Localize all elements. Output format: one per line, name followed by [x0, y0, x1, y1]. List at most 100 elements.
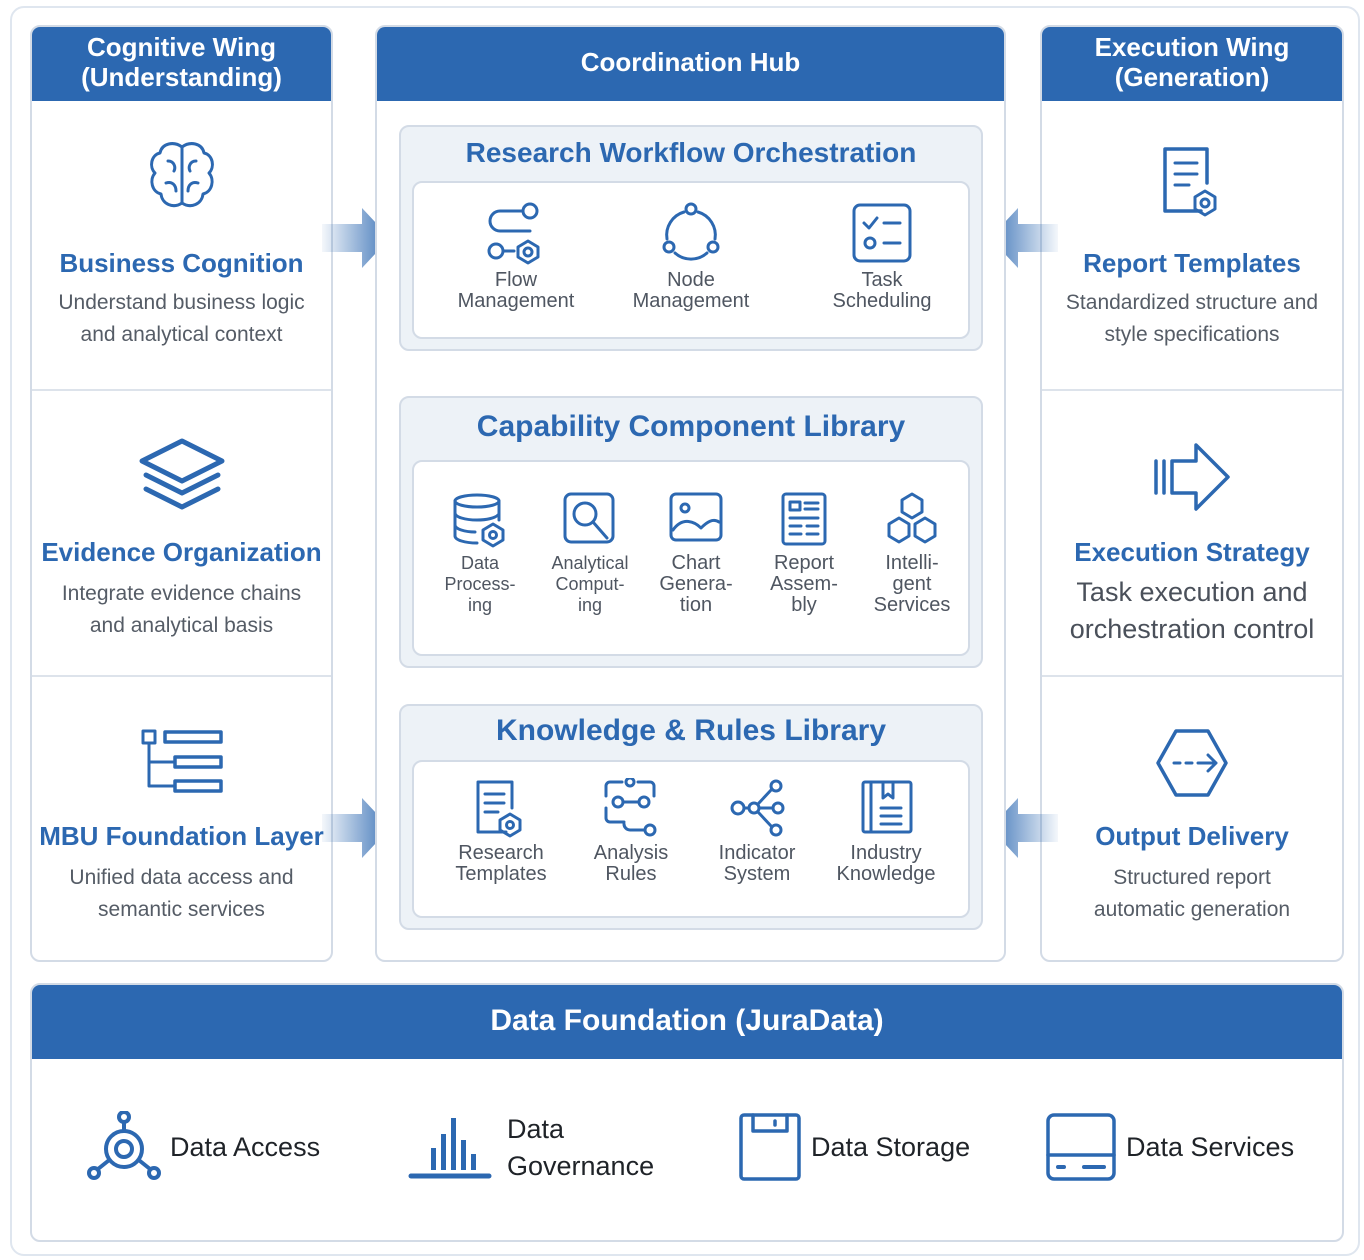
knowledge-items: Research Templates Analysis Rules — [412, 760, 970, 918]
data-foundation-header: Data Foundation (JuraData) — [32, 985, 1342, 1059]
indicator-system-label-line1: Indicator — [718, 842, 796, 864]
execution-wing-title-line1: Execution Wing — [1094, 32, 1290, 63]
execution-wing-panel: Execution Wing (Generation) Report Templ… — [1040, 25, 1344, 962]
industry-knowledge-label-line1: Industry — [850, 842, 922, 864]
report-templates-desc-line1: Standardized structure and — [1065, 291, 1319, 314]
arrow-right-icon — [322, 208, 390, 268]
hexagons-icon — [887, 492, 937, 544]
task-scheduling-item: Task Scheduling — [802, 201, 962, 312]
workflow-items: Flow Management Node Management — [412, 181, 970, 339]
industry-knowledge-label-line2: Knowledge — [836, 863, 936, 885]
output-delivery-section: Output Delivery Structured report automa… — [1042, 675, 1342, 960]
data-access-item: Data Access — [84, 1111, 320, 1183]
output-delivery-title: Output Delivery — [1095, 821, 1289, 851]
data-governance-item: Data Governance — [407, 1111, 654, 1185]
data-storage-item: Data Storage — [737, 1111, 970, 1183]
business-cognition-desc-line1: Understand business logic — [58, 291, 305, 314]
server-icon — [1046, 1113, 1116, 1181]
diagram-frame — [10, 6, 1360, 1256]
report-assembly-item: Report Assem- bly — [752, 492, 856, 616]
capability-title: Capability Component Library — [476, 410, 906, 443]
report-assembly-label-line3: bly — [791, 594, 817, 616]
analytical-computing-label-line1: Analytical — [551, 553, 629, 573]
flow-management-item: Flow Management — [436, 201, 596, 312]
mbu-foundation-desc-line2: semantic services — [98, 898, 265, 921]
research-templates-label-line2: Templates — [455, 863, 547, 885]
coordination-hub-header: Coordination Hub — [377, 27, 1004, 101]
execution-strategy-title: Execution Strategy — [1074, 537, 1310, 567]
chart-generation-label-line2: Genera- — [659, 573, 733, 595]
chart-generation-label-line3: tion — [679, 594, 713, 616]
report-templates-title: Report Templates — [1083, 248, 1301, 278]
node-management-item: Node Management — [611, 201, 771, 312]
intelligent-services-item: Intelli- gent Services — [860, 492, 964, 616]
mbu-foundation-title: MBU Foundation Layer — [39, 821, 324, 851]
capability-group: Capability Component Library Data Proces… — [399, 396, 983, 668]
hierarchy-tree-icon — [139, 725, 225, 802]
report-layout-icon — [781, 492, 827, 546]
data-processing-label-line1: Data — [460, 553, 500, 573]
data-services-label: Data Services — [1126, 1131, 1295, 1162]
analysis-rules-item: Analysis Rules — [566, 776, 696, 885]
report-templates-section: Report Templates Standardized structure … — [1042, 103, 1342, 389]
evidence-organization-section: Evidence Organization Integrate evidence… — [32, 389, 331, 677]
workflow-title: Research Workflow Orchestration — [465, 137, 917, 168]
evidence-organization-desc-line1: Integrate evidence chains — [61, 582, 302, 605]
document-gear-icon — [476, 780, 522, 838]
flow-gear-icon — [487, 202, 540, 265]
task-scheduling-label-line1: Task — [861, 269, 903, 291]
evidence-organization-title: Evidence Organization — [41, 537, 322, 567]
data-access-label: Data Access — [170, 1131, 321, 1162]
indicator-system-label-line2: System — [723, 863, 791, 885]
data-storage-label: Data Storage — [811, 1131, 971, 1162]
analytical-computing-item: Analytical Comput- ing — [534, 492, 646, 616]
coordination-hub-title: Coordination Hub — [580, 47, 801, 78]
output-delivery-desc-line1: Structured report — [1113, 866, 1271, 889]
flow-management-label-line1: Flow — [494, 269, 538, 291]
business-cognition-desc-line2: and analytical context — [80, 323, 283, 346]
cognitive-wing-title-line1: Cognitive Wing — [87, 32, 276, 63]
layers-icon — [136, 435, 228, 524]
business-cognition-section: Business Cognition Understand business l… — [32, 103, 331, 389]
data-processing-label-line3: ing — [467, 595, 493, 615]
chart-generation-label-line1: Chart — [671, 552, 721, 574]
intelligent-services-label-line2: gent — [892, 573, 932, 595]
chart-generation-item: Chart Genera- tion — [644, 492, 748, 616]
report-template-icon — [1157, 143, 1227, 224]
knowledge-group: Knowledge & Rules Library Research Templ… — [399, 704, 983, 930]
network-nodes-icon — [730, 779, 785, 837]
coordination-hub-panel: Coordination Hub Research Workflow Orche… — [375, 25, 1006, 962]
magnifier-icon — [563, 492, 615, 544]
analysis-rules-label-line1: Analysis — [593, 842, 669, 864]
report-templates-desc-line2: style specifications — [1104, 323, 1280, 346]
cognitive-wing-panel: Cognitive Wing (Understanding) Business … — [30, 25, 333, 962]
brain-icon — [146, 139, 218, 220]
intelligent-services-label-line3: Services — [873, 594, 951, 616]
data-governance-label-line1: Data — [507, 1114, 565, 1144]
mbu-foundation-section: MBU Foundation Layer Unified data access… — [32, 675, 331, 960]
node-cycle-icon — [662, 202, 720, 261]
data-processing-label-line2: Process- — [444, 574, 516, 594]
data-services-item: Data Services — [1044, 1111, 1294, 1183]
execution-strategy-desc-line2: orchestration control — [1069, 614, 1315, 644]
arrow-right-icon — [1150, 439, 1234, 520]
data-access-icon — [87, 1111, 161, 1180]
rule-flow-icon — [604, 776, 657, 837]
workflow-group: Research Workflow Orchestration Flow Man… — [399, 125, 983, 351]
report-assembly-label-line2: Assem- — [770, 573, 838, 595]
data-foundation-title: Data Foundation (JuraData) — [490, 1003, 884, 1037]
business-cognition-title: Business Cognition — [59, 248, 304, 278]
execution-strategy-section: Execution Strategy Task execution and or… — [1042, 389, 1342, 677]
output-delivery-desc-line2: automatic generation — [1093, 898, 1291, 921]
arrow-left-icon — [990, 208, 1058, 268]
data-foundation-panel: Data Foundation (JuraData) Data Access D… — [30, 983, 1344, 1242]
research-templates-item: Research Templates — [436, 778, 566, 885]
industry-knowledge-item: Industry Knowledge — [818, 778, 954, 885]
node-management-label-line1: Node — [667, 269, 715, 291]
database-gear-icon — [453, 493, 505, 548]
flow-management-label-line2: Management — [457, 290, 575, 312]
arrow-right-icon — [322, 798, 390, 858]
analytical-computing-label-line2: Comput- — [555, 574, 625, 594]
data-governance-label-line2: Governance — [507, 1151, 655, 1181]
cognitive-wing-header: Cognitive Wing (Understanding) — [32, 27, 331, 101]
